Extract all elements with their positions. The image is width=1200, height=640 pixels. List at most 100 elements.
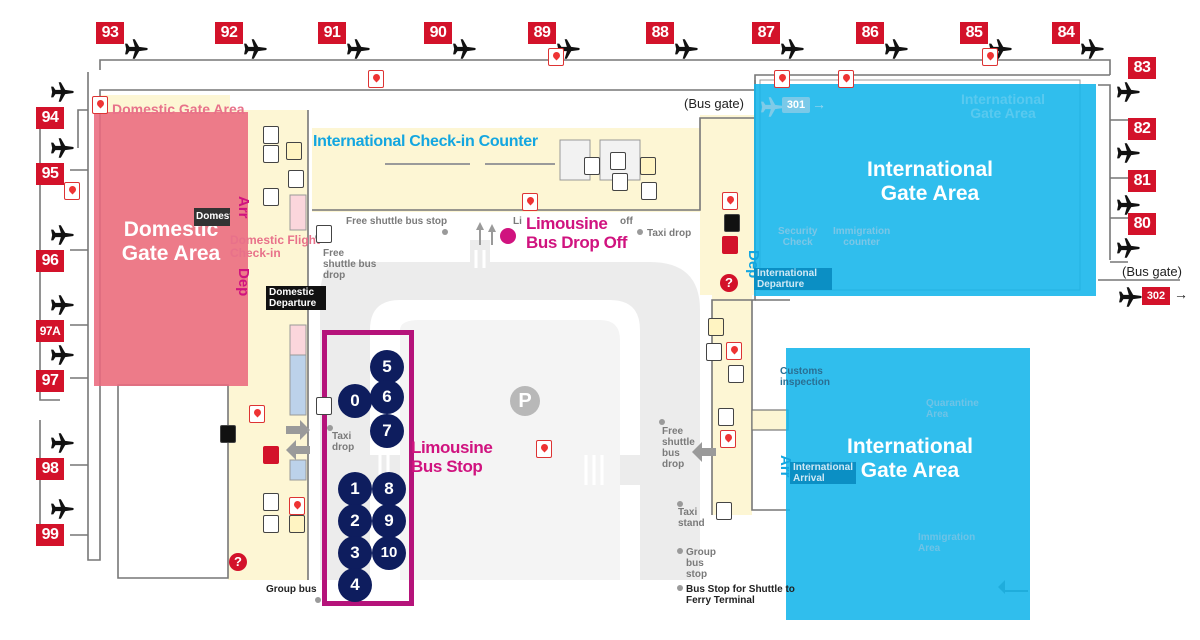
- intl-gate-area-bottom-label: International Gate Area: [846, 435, 973, 483]
- aed-icon: [548, 48, 564, 66]
- aed-icon: [64, 182, 80, 200]
- plane-icon: [51, 82, 74, 102]
- domestic-departure-text: Domestic Departure: [269, 287, 317, 309]
- bus-stop-9: 9: [372, 504, 406, 538]
- gate-80: 80: [1128, 213, 1156, 235]
- aed-icon: [249, 405, 265, 423]
- free-shuttle-right-label: Free shuttle bus drop: [662, 426, 695, 470]
- gate-89: 89: [528, 22, 556, 44]
- plane-icon: [1117, 238, 1140, 258]
- gate-86: 86: [856, 22, 884, 44]
- restroom-icon: [286, 142, 302, 160]
- domestic-gate-area-label: Domestic Gate Area: [121, 218, 221, 266]
- plane-icon: [675, 39, 698, 59]
- intl-arrival-text: International Arrival: [793, 462, 854, 484]
- plane-icon: [51, 138, 74, 158]
- domestic-gate-area-overlay: [94, 112, 248, 386]
- plug-icon: [220, 425, 236, 443]
- restroom-icon: [708, 318, 724, 336]
- plane-icon: [885, 39, 908, 59]
- gate-84: 84: [1052, 22, 1080, 44]
- taxi-stand-label: Taxi stand: [678, 507, 705, 529]
- bus-stop-0: 0: [338, 384, 372, 418]
- free-shuttle-left-label: Free shuttle bus drop: [323, 248, 377, 281]
- gate-83: 83: [1128, 57, 1156, 79]
- gate-97A: 97A: [36, 320, 64, 342]
- gate-99: 99: [36, 524, 64, 546]
- bus-stop-1: 1: [338, 472, 372, 506]
- aed-icon: [92, 96, 108, 114]
- limousine-partial-label: Li: [513, 216, 522, 227]
- plane-icon: [51, 499, 74, 519]
- ferry-stop-label: Bus Stop for Shuttle to Ferry Terminal: [686, 584, 795, 606]
- gate-88: 88: [646, 22, 674, 44]
- plane-icon: [1117, 143, 1140, 163]
- aed-icon: [722, 192, 738, 210]
- intl-gate-area-top-faint-label: International Gate Area: [960, 91, 1045, 121]
- locker-icon: [263, 493, 279, 511]
- domestic-gate-area-header: Domestic Gate Area: [112, 101, 245, 117]
- limousine-drop-dot: [500, 228, 516, 244]
- gate-91: 91: [318, 22, 346, 44]
- intl-departure-sign: International Departure: [754, 268, 832, 290]
- bus-gate-top-arrow: →: [812, 96, 826, 112]
- free-shuttle-top-label: Free shuttle bus stop: [346, 216, 448, 227]
- locker-icon: [263, 145, 279, 163]
- aed-icon: [726, 342, 742, 360]
- aed-icon: [368, 70, 384, 88]
- phone-icon: [263, 188, 279, 206]
- gate-97: 97: [36, 370, 64, 392]
- smoking-icon: [728, 365, 744, 383]
- bus-gate-302-number: 302: [1146, 290, 1166, 302]
- bus-gate-top-label: (Bus gate): [684, 96, 744, 111]
- aed-icon: [522, 193, 538, 211]
- phone-icon: [612, 173, 628, 191]
- aed-icon: [720, 430, 736, 448]
- phone-icon: [316, 397, 332, 415]
- bus-stop-8: 8: [372, 472, 406, 506]
- bus-stop-6: 6: [370, 380, 404, 414]
- escalator-icon: [716, 502, 732, 520]
- intl-gate-area-top-label: International Gate Area: [866, 158, 993, 206]
- group-bus-stop-bottom-label: Group bus: [266, 584, 317, 595]
- intl-checkin-label: International Check-in Counter: [313, 133, 538, 150]
- gate-95: 95: [36, 163, 64, 185]
- domestic-flight-checkin-label: Domestic Flight Check-in: [230, 233, 321, 260]
- plane-icon: [761, 97, 784, 117]
- parking-icon: P: [510, 386, 540, 416]
- bus-stop-7: 7: [370, 414, 404, 448]
- intl-gate-area-top-overlay: [754, 84, 1096, 296]
- aed-icon: [536, 440, 552, 458]
- gate-96: 96: [36, 250, 64, 272]
- parking-letter: P: [518, 390, 532, 412]
- intl-departure-text: International Departure: [757, 268, 818, 290]
- bus-gate-302: 302: [1142, 287, 1170, 305]
- plane-icon: [125, 39, 148, 59]
- restroom-icon: [289, 515, 305, 533]
- plane-icon: [1119, 287, 1142, 307]
- plane-icon: [557, 39, 580, 59]
- info-icon-left: ?: [229, 553, 247, 571]
- bus-stop-2: 2: [338, 504, 372, 538]
- gate-81: 81: [1128, 170, 1156, 192]
- baby-room-icon: [263, 126, 279, 144]
- plane-icon: [51, 225, 74, 245]
- plane-icon: [989, 39, 1012, 59]
- mailbox-icon: [722, 236, 738, 254]
- plane-icon: [453, 39, 476, 59]
- quarantine-area-label: Quarantine Area: [926, 398, 979, 420]
- plane-icon: [347, 39, 370, 59]
- domestic-departure-sign: Domestic Departure: [266, 286, 326, 310]
- aed-icon: [774, 70, 790, 88]
- bus-gate-right-arrow: →: [1174, 286, 1188, 302]
- plane-icon: [51, 295, 74, 315]
- intl-gate-area-bottom-overlay: [786, 348, 1030, 620]
- phone-icon: [316, 225, 332, 243]
- plane-icon: [1081, 39, 1104, 59]
- plane-icon: [781, 39, 804, 59]
- escalator-icon: [288, 170, 304, 188]
- dep-left-label: Dep: [235, 268, 252, 297]
- locker-icon: [610, 152, 626, 170]
- limousine-bus-stop-frame: [322, 330, 414, 606]
- smoking-icon: [641, 182, 657, 200]
